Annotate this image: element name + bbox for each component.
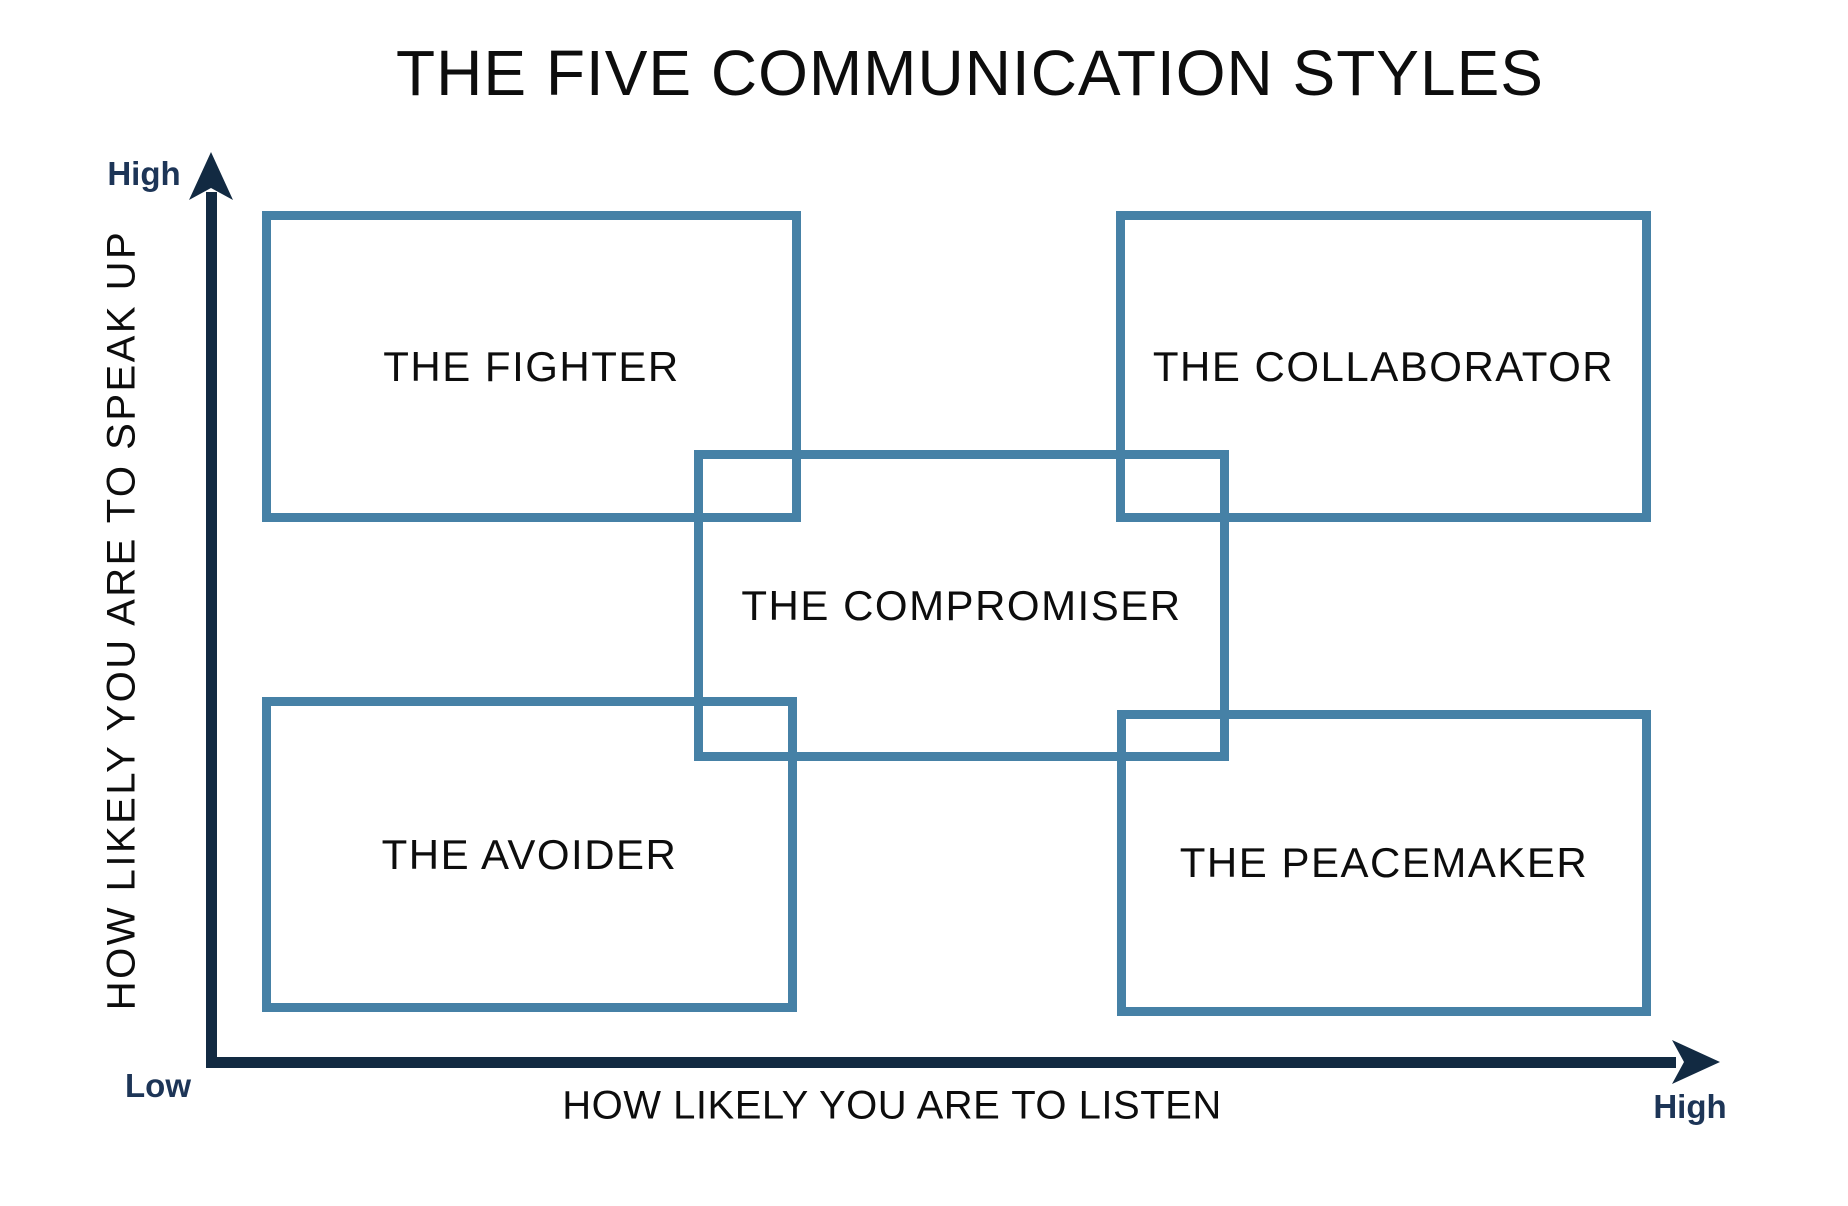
- style-box-fighter: THE FIGHTER: [262, 211, 801, 522]
- arrow-right-icon: [1672, 1040, 1720, 1084]
- x-axis-title: HOW LIKELY YOU ARE TO LISTEN: [562, 1083, 1222, 1128]
- y-axis-title: HOW LIKELY YOU ARE TO SPEAK UP: [99, 229, 144, 1011]
- style-box-compromiser-label: THE COMPROMISER: [741, 581, 1182, 629]
- style-box-avoider-label: THE AVOIDER: [381, 830, 678, 878]
- x-axis-line: [206, 1057, 1676, 1068]
- y-axis-high-label: High: [107, 155, 181, 192]
- style-box-peacemaker: THE PEACEMAKER: [1117, 710, 1651, 1016]
- x-axis-high-label: High: [1653, 1088, 1727, 1125]
- diagram-title: THE FIVE COMMUNICATION STYLES: [396, 37, 1544, 109]
- style-box-peacemaker-label: THE PEACEMAKER: [1179, 839, 1589, 886]
- style-box-avoider: THE AVOIDER: [262, 697, 797, 1012]
- y-axis-line: [206, 192, 217, 1068]
- style-box-collaborator: THE COLLABORATOR: [1116, 211, 1651, 522]
- arrow-up-icon: [189, 152, 233, 200]
- y-axis-low-label: Low: [125, 1067, 191, 1104]
- style-box-collaborator-label: THE COLLABORATOR: [1152, 342, 1615, 390]
- style-box-fighter-label: THE FIGHTER: [383, 342, 680, 390]
- style-box-compromiser: THE COMPROMISER: [694, 450, 1229, 761]
